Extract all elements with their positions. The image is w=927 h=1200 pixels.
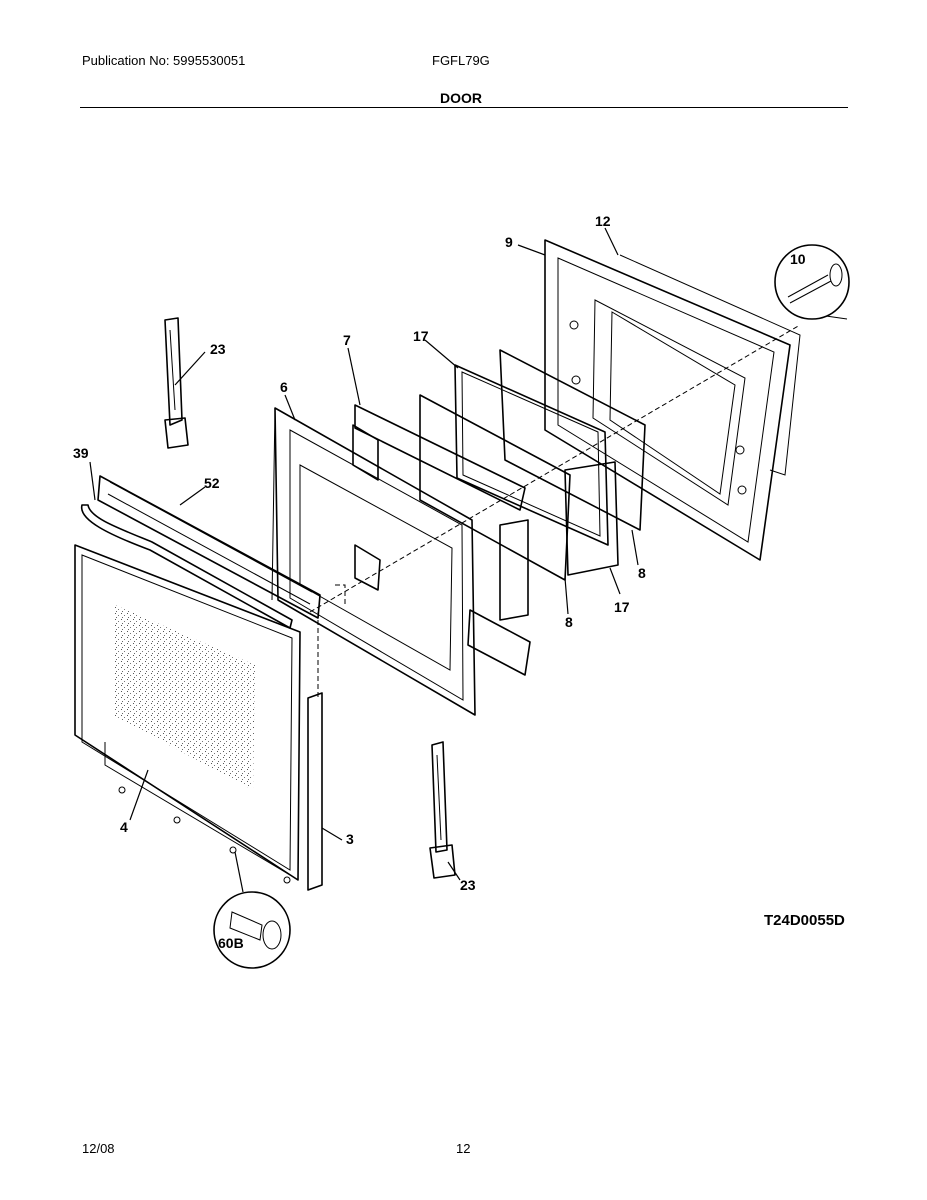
callout-12: 12 [595, 213, 611, 229]
callout-60b: 60B [218, 935, 244, 951]
leader-lines [89, 227, 639, 881]
callouts: 23 39 52 6 7 17 9 12 10 8 8 17 4 3 23 60… [73, 213, 806, 951]
callout-6: 6 [280, 379, 288, 395]
part-39-trim [81, 504, 293, 629]
part-17-glass-bracket-front [564, 461, 619, 576]
part-4-outer-door-glass [74, 544, 301, 881]
part-60b-screw-inset [213, 851, 291, 969]
assembly-dashed-lines [309, 324, 801, 700]
callout-17-rear: 17 [413, 328, 429, 344]
callout-9: 9 [505, 234, 513, 250]
diagram-code: T24D0055D [764, 912, 845, 929]
callout-39: 39 [73, 445, 89, 461]
part-23-hinge-lower [429, 741, 456, 879]
footer-date: 12/08 [82, 1141, 115, 1156]
callout-4: 4 [120, 819, 128, 835]
part-17-glass-bracket-rear [454, 364, 609, 546]
header-divider [80, 107, 848, 108]
section-title: DOOR [440, 90, 482, 106]
part-3-door-side-trim [307, 692, 323, 891]
page-number: 12 [456, 1141, 471, 1156]
callout-8-front: 8 [565, 614, 573, 630]
part-8-glass-rear [499, 349, 646, 531]
part-6-inner-door-frame [271, 407, 476, 716]
model-number: FGFL79G [432, 53, 490, 68]
part-9-rear-panel [544, 239, 801, 561]
part-7-insulation [352, 404, 531, 676]
callout-23-lower: 23 [460, 877, 476, 893]
callout-52: 52 [204, 475, 220, 491]
callout-8-rear: 8 [638, 565, 646, 581]
callout-17-front: 17 [614, 599, 630, 615]
bottom-screws [118, 786, 291, 884]
callout-3: 3 [346, 831, 354, 847]
part-23-hinge-upper [164, 317, 189, 449]
callout-7: 7 [343, 332, 351, 348]
publication-number: Publication No: 5995530051 [82, 53, 246, 68]
part-52-handle [97, 475, 321, 619]
part-8-glass-front [419, 394, 571, 581]
callout-23-upper: 23 [210, 341, 226, 357]
part-10-screw-inset [774, 244, 850, 320]
callout-10: 10 [790, 251, 806, 267]
